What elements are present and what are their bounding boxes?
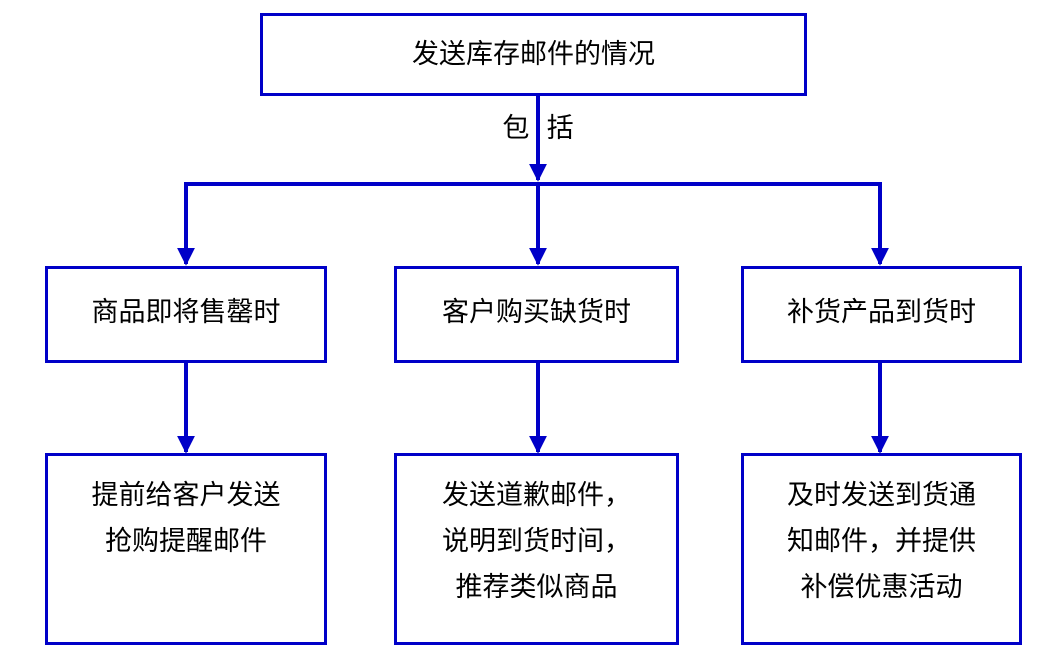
case-box-left xyxy=(45,266,327,363)
root-box xyxy=(260,13,807,96)
action-line: 推荐类似商品 xyxy=(455,572,618,603)
action-text-left: 提前给客户发送 抢购提醒邮件 xyxy=(45,473,327,565)
action-line: 说明到货时间， xyxy=(442,526,631,557)
action-text-middle: 发送道歉邮件， 说明到货时间， 推荐类似商品 xyxy=(394,473,679,611)
action-line: 提前给客户发送 xyxy=(91,480,281,511)
connector-label: 包 括 xyxy=(502,113,574,144)
case-title-middle: 客户购买缺货时 xyxy=(442,297,631,328)
action-box-left xyxy=(45,453,327,645)
action-line: 知邮件，并提供 xyxy=(787,526,976,557)
action-box-right xyxy=(741,453,1022,645)
action-line: 补偿优惠活动 xyxy=(800,572,963,603)
case-title-right: 补货产品到货时 xyxy=(787,297,976,328)
case-box-middle xyxy=(394,266,679,363)
case-box-right xyxy=(741,266,1022,363)
action-box-middle xyxy=(394,453,679,645)
action-text-right: 及时发送到货通 知邮件，并提供 补偿优惠活动 xyxy=(741,473,1022,611)
action-line: 抢购提醒邮件 xyxy=(105,526,267,557)
case-title-left: 商品即将售罄时 xyxy=(91,297,281,328)
action-line: 及时发送到货通 xyxy=(787,480,976,511)
action-line: 发送道歉邮件， xyxy=(442,480,631,511)
root-title: 发送库存邮件的情况 xyxy=(412,39,655,70)
